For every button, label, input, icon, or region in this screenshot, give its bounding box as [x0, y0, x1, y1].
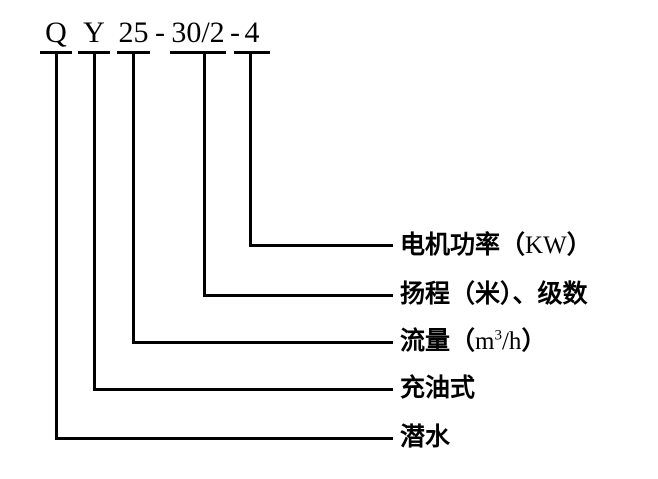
- leader-horizontal-flow-rate: [132, 341, 393, 344]
- code-segment-q: Q: [45, 16, 67, 49]
- unit-motor-power: KW: [525, 232, 567, 259]
- code-segment-30-2: 30/2: [171, 16, 225, 49]
- callout-text-head: 扬程: [400, 279, 451, 308]
- leader-vertical-motor-power: [249, 51, 252, 247]
- unit-head: 米: [475, 279, 501, 308]
- close-paren-and-stages: ）、级数: [500, 279, 588, 308]
- callout-label-motor-power: 电机功率（KW）: [400, 230, 592, 261]
- code-segment-4: 4: [244, 16, 260, 49]
- callout-text-submersible: 潜水: [400, 422, 451, 451]
- code-underline-4: [234, 51, 270, 54]
- close-paren-flow-rate: ）: [521, 326, 547, 355]
- open-paren-head: （: [450, 279, 476, 308]
- code-underline-30-2: [170, 51, 226, 54]
- callout-label-head-stages: 扬程（米）、级数: [400, 279, 588, 309]
- callout-text-oil-filled: 充油式: [400, 373, 476, 402]
- close-paren-motor-power: ）: [566, 230, 592, 259]
- leader-horizontal-head-stages: [203, 294, 393, 297]
- unit-flow-rate-per-hour: /h: [501, 328, 522, 355]
- callout-text-flow-rate: 流量: [400, 326, 451, 355]
- leader-vertical-oil-filled: [93, 51, 96, 391]
- leader-horizontal-motor-power: [249, 244, 393, 247]
- unit-flow-rate-exponent: 3: [494, 327, 502, 344]
- leader-horizontal-submersible: [55, 437, 393, 440]
- open-paren-motor-power: （: [500, 230, 526, 259]
- open-paren-flow-rate: （: [450, 326, 476, 355]
- code-segment-y: Y: [83, 16, 105, 49]
- unit-flow-rate-m: m: [475, 328, 495, 355]
- leader-vertical-submersible: [55, 51, 58, 440]
- code-separator-dash-2: -: [230, 16, 240, 49]
- leader-vertical-flow-rate: [132, 51, 135, 344]
- code-segment-25: 25: [118, 16, 149, 49]
- callout-label-flow-rate: 流量（m3/h）: [400, 326, 546, 357]
- code-separator-dash-1: -: [155, 16, 165, 49]
- model-code-row: Q Y 25 - 30/2 - 4: [0, 0, 658, 60]
- leader-vertical-head-stages: [203, 51, 206, 297]
- callout-label-submersible: 潜水: [400, 422, 450, 452]
- callout-text-motor-power: 电机功率: [400, 230, 501, 259]
- leader-horizontal-oil-filled: [93, 388, 393, 391]
- callout-label-oil-filled: 充油式: [400, 373, 475, 403]
